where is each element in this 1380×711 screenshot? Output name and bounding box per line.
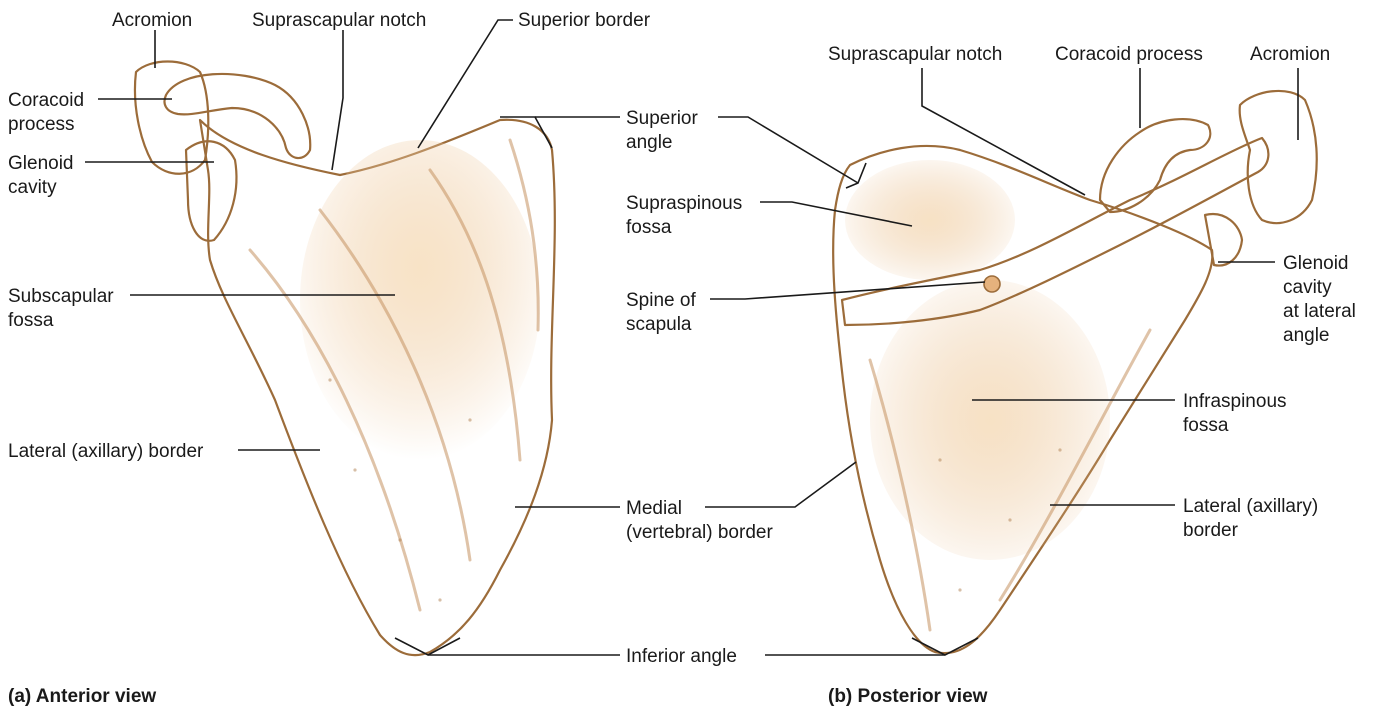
label-spine-line2: scapula	[626, 314, 692, 335]
caption-posterior-view: (b) Posterior view	[828, 686, 988, 707]
label-suprascapular-notch-a: Suprascapular notch	[252, 10, 426, 31]
label-coracoid-line1-a: Coracoid	[8, 90, 84, 111]
label-glenoid-line2-b: cavity	[1283, 277, 1332, 298]
label-lateral-line2-b: border	[1183, 520, 1239, 541]
scapula-anterior-illustration	[135, 62, 555, 656]
leader-medial-border-b	[705, 462, 856, 507]
glenoid-cavity-posterior	[1205, 214, 1242, 266]
label-subscapular-line2-a: fossa	[8, 310, 54, 331]
label-supraspinous-line1-b: Supraspinous	[626, 193, 742, 214]
nutrient-dot	[938, 458, 941, 461]
label-glenoid-line2-a: cavity	[8, 177, 57, 198]
label-infraspinous-line2-b: fossa	[1183, 415, 1229, 436]
leader-superior-border-a	[418, 20, 513, 148]
scapula-posterior-illustration	[833, 91, 1317, 653]
leader-suprascapular-notch-a	[332, 30, 343, 170]
label-superior-angle-line2: angle	[626, 132, 673, 153]
supraspinous-fossa-shading	[845, 160, 1015, 280]
nutrient-dot	[1058, 448, 1061, 451]
label-acromion-b: Acromion	[1250, 44, 1330, 65]
label-glenoid-line1-b: Glenoid	[1283, 253, 1349, 274]
coracoid-posterior	[1100, 119, 1210, 212]
nutrient-dot	[438, 598, 441, 601]
label-medial-line1: Medial	[626, 498, 682, 519]
label-suprascapular-notch-b: Suprascapular notch	[828, 44, 1002, 65]
label-glenoid-line1-a: Glenoid	[8, 153, 74, 174]
label-subscapular-line1-a: Subscapular	[8, 286, 114, 307]
acromion-posterior	[1240, 91, 1317, 223]
label-glenoid-line4-b: angle	[1283, 325, 1330, 346]
nutrient-dot	[398, 538, 401, 541]
label-infraspinous-line1-b: Infraspinous	[1183, 391, 1287, 412]
label-medial-line2: (vertebral) border	[626, 522, 773, 543]
nutrient-dot	[958, 588, 961, 591]
acromion-anterior	[135, 62, 208, 174]
label-acromion-a: Acromion	[112, 10, 192, 31]
nutrient-dot	[353, 468, 356, 471]
nutrient-dot	[468, 418, 471, 421]
label-lateral-line1-b: Lateral (axillary)	[1183, 496, 1318, 517]
label-lateral-border-a: Lateral (axillary) border	[8, 441, 204, 462]
leader-superior-angle-b	[718, 117, 858, 183]
label-coracoid-process-b: Coracoid process	[1055, 44, 1203, 65]
label-glenoid-line3-b: at lateral	[1283, 301, 1356, 322]
posterior-view-panel: Suprascapular notch Coracoid process Acr…	[828, 44, 1356, 707]
spine-tubercle	[984, 276, 1000, 292]
label-supraspinous-line2-b: fossa	[626, 217, 672, 238]
nutrient-dot	[328, 378, 331, 381]
nutrient-dot	[1008, 518, 1011, 521]
anterior-view-panel: Acromion Suprascapular notch Superior bo…	[8, 10, 651, 707]
subscapular-fossa-shading	[300, 140, 540, 460]
caption-anterior-view: (a) Anterior view	[8, 686, 156, 707]
glenoid-neck-anterior	[186, 141, 236, 240]
label-superior-angle-line1: Superior	[626, 108, 698, 129]
label-superior-border-a: Superior border	[518, 10, 651, 31]
label-inferior-angle: Inferior angle	[626, 646, 737, 667]
label-coracoid-line2-a: process	[8, 114, 75, 135]
label-spine-line1: Spine of	[626, 290, 696, 311]
